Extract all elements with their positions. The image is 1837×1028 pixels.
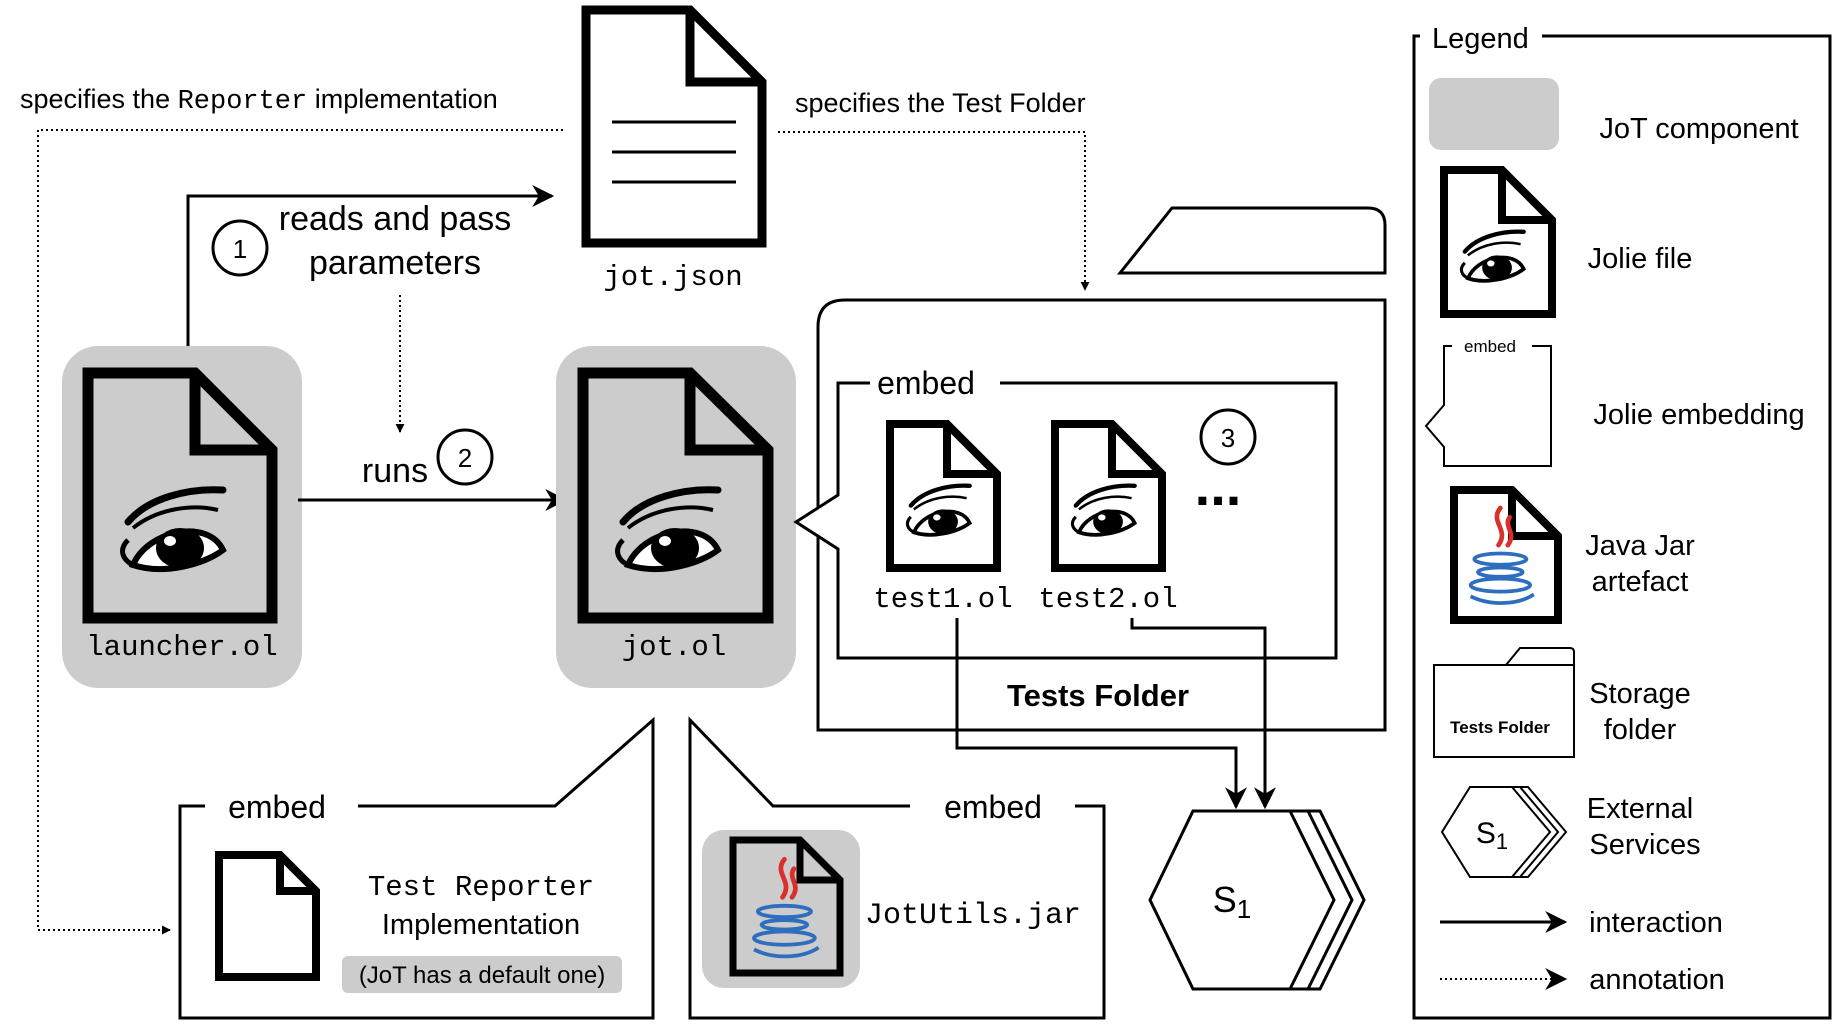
legend-jar-label-line1: Java Jar	[1585, 530, 1695, 562]
reporter-file[interactable]	[215, 851, 320, 981]
jot-label: jot.ol	[622, 631, 726, 664]
annotation-reporter-text: specifies the Reporter implementation	[20, 84, 498, 117]
jot-component[interactable]	[556, 346, 796, 688]
launcher-label: launcher.ol	[86, 631, 277, 664]
test1-file[interactable]	[886, 420, 1001, 572]
legend-jot-component-swatch	[1429, 78, 1559, 150]
service-label: S1	[1213, 879, 1251, 924]
legend-jolie-embedding-label: Jolie embedding	[1593, 399, 1804, 431]
step-1-label-line1: reads and pass	[279, 200, 512, 238]
legend-external-label-line2: Services	[1589, 829, 1700, 861]
utils-embed-tag: embed	[944, 789, 1042, 825]
reporter-default-note: (JoT has a default one)	[342, 956, 622, 993]
reporter-embed-tag: embed	[228, 789, 326, 825]
launcher-component[interactable]	[62, 346, 302, 688]
reporter-title-line1: Test Reporter	[368, 871, 594, 904]
jotutils-label: JotUtils.jar	[865, 899, 1081, 933]
reporter-title-line2: Implementation	[382, 909, 580, 941]
legend-external-label-line1: External	[1587, 793, 1693, 825]
step-3-badge: 3	[1199, 408, 1257, 466]
legend-jolie-file-icon	[1440, 166, 1556, 318]
step-1-badge: 1	[211, 219, 269, 277]
jot-json-file[interactable]	[581, 5, 767, 248]
legend-storage-label-line2: folder	[1604, 714, 1677, 746]
jotutils-component[interactable]	[702, 830, 860, 988]
test2-label: test2.ol	[1038, 583, 1177, 616]
legend-storage-label-line1: Storage	[1589, 678, 1691, 710]
interaction-reads-params	[186, 185, 555, 350]
legend-jot-component-label: JoT component	[1599, 113, 1798, 145]
step-2-label: runs	[362, 452, 428, 490]
legend-embedding-tag: embed	[1464, 337, 1516, 356]
legend-title: Legend	[1432, 23, 1529, 55]
legend-frame	[1412, 34, 1832, 1020]
svg-text:1: 1	[233, 234, 247, 264]
annotation-testfolder-connector	[778, 131, 1090, 291]
external-service[interactable]	[1148, 809, 1366, 991]
legend-jar-icon	[1450, 486, 1562, 624]
legend-service-symbol: S1	[1476, 817, 1508, 854]
annotation-reporter-connector	[37, 129, 563, 935]
legend-service-icon	[1440, 786, 1568, 878]
legend-folder-icon	[1433, 647, 1575, 758]
legend-embedding-icon	[1424, 345, 1552, 467]
legend-annotation-label: annotation	[1589, 964, 1724, 996]
svg-text:2: 2	[458, 443, 472, 473]
tests-embed-tag: embed	[877, 365, 975, 401]
interaction-test1-service	[955, 618, 1247, 810]
jot-json-label: jot.json	[603, 261, 742, 294]
legend-jar-label-line2: artefact	[1592, 566, 1689, 598]
tests-folder-label: Tests Folder	[1007, 678, 1189, 713]
svg-text:3: 3	[1221, 423, 1235, 453]
svg-text:(JoT has a default one): (JoT has a default one)	[359, 962, 605, 989]
annotation-testfolder-text: specifies the Test Folder	[795, 88, 1086, 118]
test1-label: test1.ol	[873, 583, 1012, 616]
step-2-badge: 2	[436, 428, 494, 486]
legend-folder-tag: Tests Folder	[1450, 718, 1550, 737]
legend-interaction-label: interaction	[1589, 907, 1723, 939]
interaction-test2-service	[1130, 618, 1276, 810]
legend-jolie-file-label: Jolie file	[1588, 243, 1693, 275]
test2-file[interactable]	[1051, 420, 1166, 572]
step-1-label-line2: parameters	[309, 244, 481, 282]
